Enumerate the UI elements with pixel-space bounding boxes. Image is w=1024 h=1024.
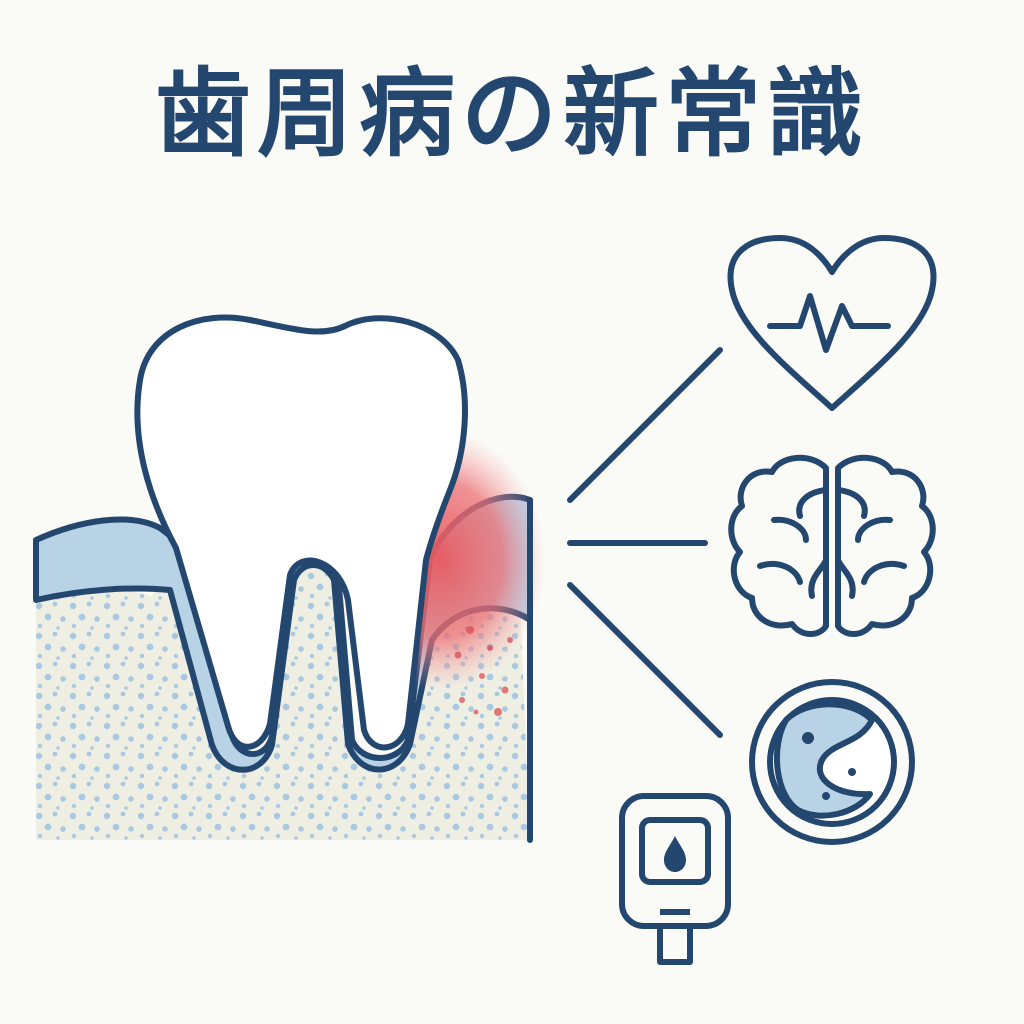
brain-icon xyxy=(728,454,936,637)
connector-lines xyxy=(567,347,723,738)
connector-line-pregnancy xyxy=(567,582,723,738)
fetus-in-womb-icon xyxy=(749,679,915,845)
connector-line-heart xyxy=(567,347,723,503)
blood-glucose-meter-icon xyxy=(619,793,731,965)
heart-with-ecg-icon xyxy=(727,235,937,411)
inflammation-dots xyxy=(454,626,513,716)
tooth xyxy=(134,314,468,751)
page-title: 歯周病の新常識 xyxy=(155,58,869,170)
tooth-cross-section-icon xyxy=(33,314,545,843)
